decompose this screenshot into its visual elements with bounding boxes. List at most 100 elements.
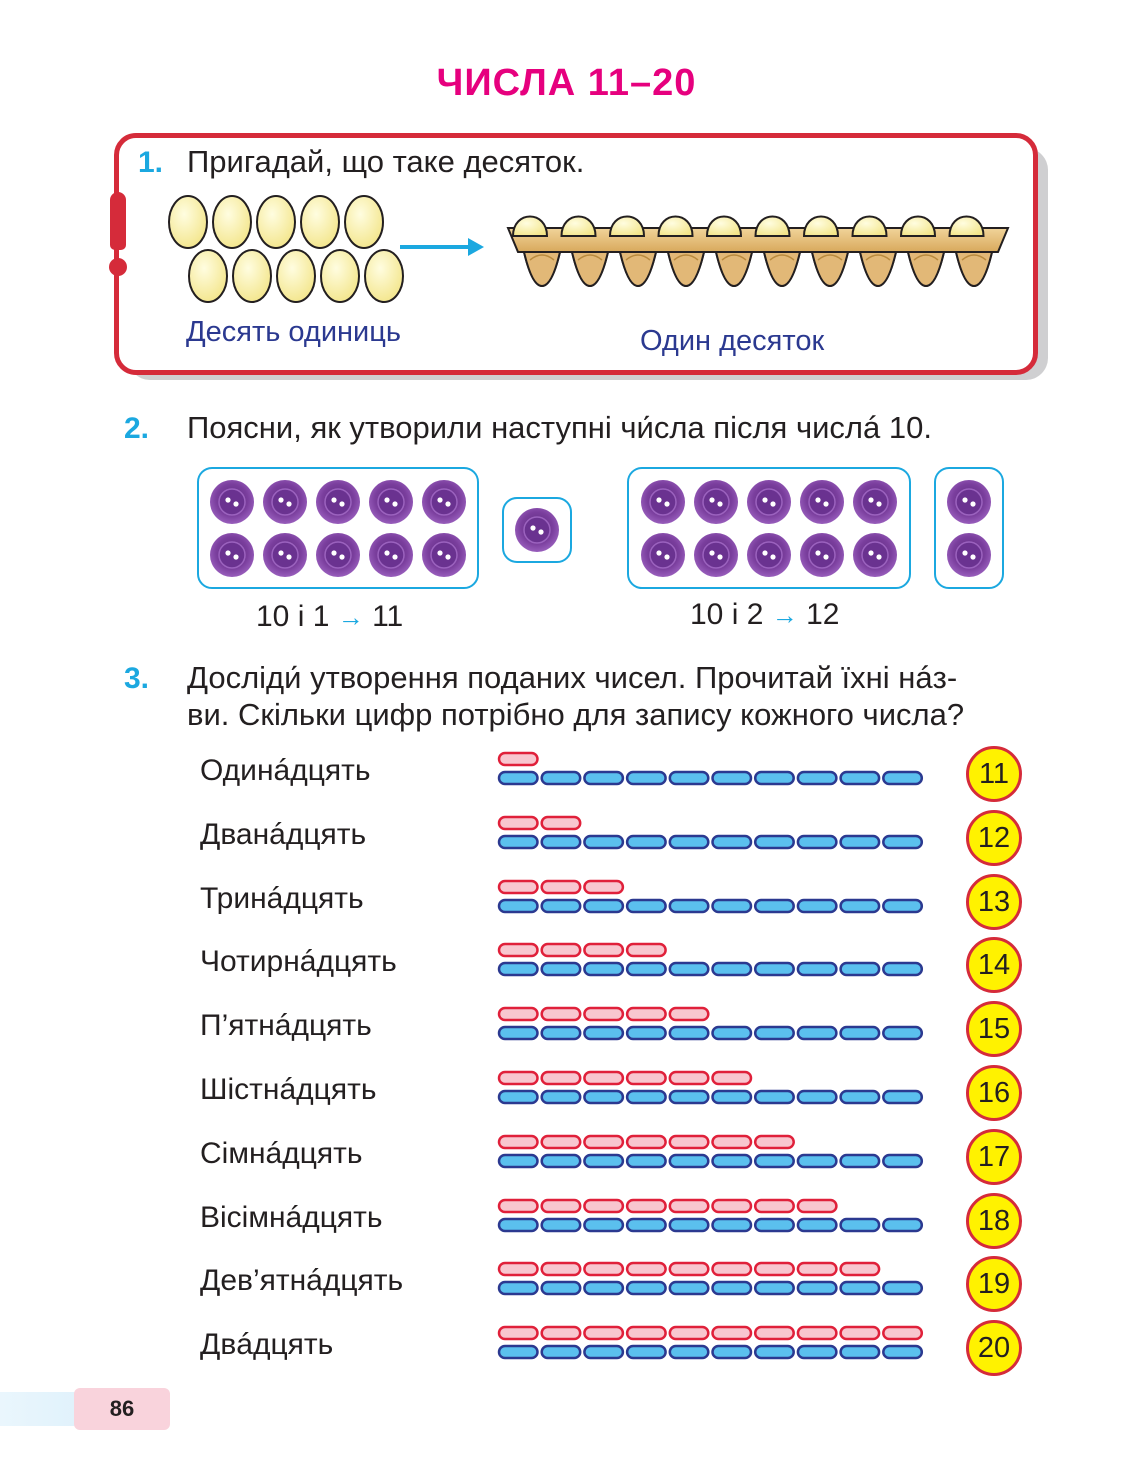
number-circle: 20 [966, 1320, 1022, 1377]
ten-stick-icon [583, 898, 625, 913]
number-circle: 18 [966, 1192, 1022, 1249]
ten-stick-icon [839, 1089, 881, 1105]
unit-stick-icon [668, 1006, 710, 1022]
unit-stick-icon [497, 1198, 539, 1213]
unit-stick-icon [540, 1198, 582, 1213]
sticks-illustration [497, 1325, 924, 1360]
page-number-tab [74, 1388, 170, 1430]
ten-stick-icon [540, 770, 582, 786]
unit-stick-icon [497, 1070, 539, 1086]
unit-stick-icon [497, 1325, 539, 1341]
number-circle: 15 [966, 1001, 1022, 1058]
ten-stick-icon [668, 1089, 710, 1105]
unit-stick-icon [796, 1262, 838, 1277]
page-title: ЧИСЛА 11–20 [436, 62, 697, 104]
ten-stick-icon [497, 1281, 539, 1296]
ten-stick-icon [583, 1344, 625, 1360]
egg-icon [802, 215, 840, 237]
ten-stick-icon [625, 1344, 667, 1360]
ten-stick-icon [796, 898, 838, 913]
button-icon [515, 508, 559, 552]
unit-stick-icon [625, 1325, 667, 1341]
example1-caption: 10 і 1 → 11 [256, 600, 403, 634]
button-icon [800, 480, 844, 524]
ten-stick-icon [668, 1153, 710, 1169]
egg-icon [657, 215, 694, 237]
ten-stick-icon [540, 1217, 582, 1232]
unit-stick-icon [540, 1070, 582, 1086]
one-ten-caption: Один десяток [640, 325, 825, 357]
button-icon [947, 533, 991, 577]
ten-stick-icon [882, 770, 924, 786]
button-icon [694, 480, 738, 524]
unit-stick-icon [839, 1262, 881, 1277]
number-name: Тринáдцять [200, 881, 364, 915]
egg-icon [188, 249, 228, 303]
unit-stick-icon [668, 1198, 710, 1213]
example2-expression: 10 і 2 [690, 598, 764, 631]
unit-stick-icon [497, 1262, 539, 1277]
sticks-illustration [497, 815, 924, 850]
ten-stick-icon [625, 1089, 667, 1105]
unit-stick-icon [711, 1198, 753, 1213]
ten-stick-icon [882, 1344, 924, 1360]
button-icon [747, 533, 791, 577]
unit-stick-icon [625, 1070, 667, 1086]
button-icon [747, 480, 791, 524]
task1-text: Пригадай, що таке десяток. [187, 144, 585, 179]
ten-stick-icon [540, 834, 582, 850]
egg-icon [276, 249, 316, 303]
ten-stick-icon [882, 1153, 924, 1169]
unit-stick-icon [839, 1325, 881, 1341]
egg-icon [256, 195, 296, 249]
unit-stick-icon [668, 1134, 710, 1150]
ten-stick-icon [540, 1281, 582, 1296]
unit-stick-icon [540, 1006, 582, 1022]
ten-stick-icon [583, 1089, 625, 1105]
task3-text-line1: Дослiди́ утворення поданих чисел. Прочит… [187, 660, 958, 695]
unit-stick-icon [711, 1262, 753, 1277]
ten-stick-icon [668, 898, 710, 913]
sticks-illustration [497, 943, 924, 977]
egg-icon [364, 249, 404, 303]
ten-stick-icon [839, 1281, 881, 1296]
number-name: Дев’ятнáдцять [200, 1264, 404, 1298]
number-circle: 11 [966, 746, 1022, 802]
unit-stick-icon [497, 943, 539, 958]
unit-stick-icon [583, 1070, 625, 1086]
ten-stick-icon [625, 1217, 667, 1232]
ten-stick-icon [882, 1281, 924, 1296]
number-name: Шістнáдцять [200, 1073, 377, 1106]
unit-stick-icon [625, 1198, 667, 1213]
button-icon [316, 480, 360, 524]
example2-caption: 10 і 2 → 12 [690, 598, 839, 632]
ten-stick-icon [583, 1153, 625, 1169]
ten-stick-icon [711, 1217, 753, 1232]
unit-stick-icon [882, 1325, 924, 1341]
example2-result: 12 [806, 598, 840, 631]
unit-stick-icon [711, 1325, 753, 1341]
ten-stick-icon [668, 962, 710, 977]
arrow-right-icon: → [771, 600, 798, 630]
unit-stick-icon [625, 1134, 667, 1150]
ten-stick-icon [497, 1344, 539, 1360]
ten-stick-icon [668, 770, 710, 786]
ten-stick-icon [625, 1281, 667, 1296]
ten-stick-icon [796, 1217, 838, 1232]
egg-icon [168, 195, 208, 249]
ten-stick-icon [882, 1217, 924, 1232]
ten-stick-icon [711, 1089, 753, 1105]
unit-stick-icon [583, 1198, 625, 1213]
ten-stick-icon [540, 1025, 582, 1041]
unit-stick-icon [796, 1325, 838, 1341]
egg-carton-icon [506, 215, 1010, 288]
button-icon [316, 533, 360, 577]
sticks-illustration [497, 879, 924, 913]
number-circle: 12 [966, 809, 1022, 866]
unit-stick-icon [711, 1070, 753, 1086]
ten-stick-icon [711, 1281, 753, 1296]
unit-stick-icon [583, 1325, 625, 1341]
button-icon [422, 533, 466, 577]
ten-stick-icon [839, 834, 881, 850]
ten-stick-icon [882, 1025, 924, 1041]
